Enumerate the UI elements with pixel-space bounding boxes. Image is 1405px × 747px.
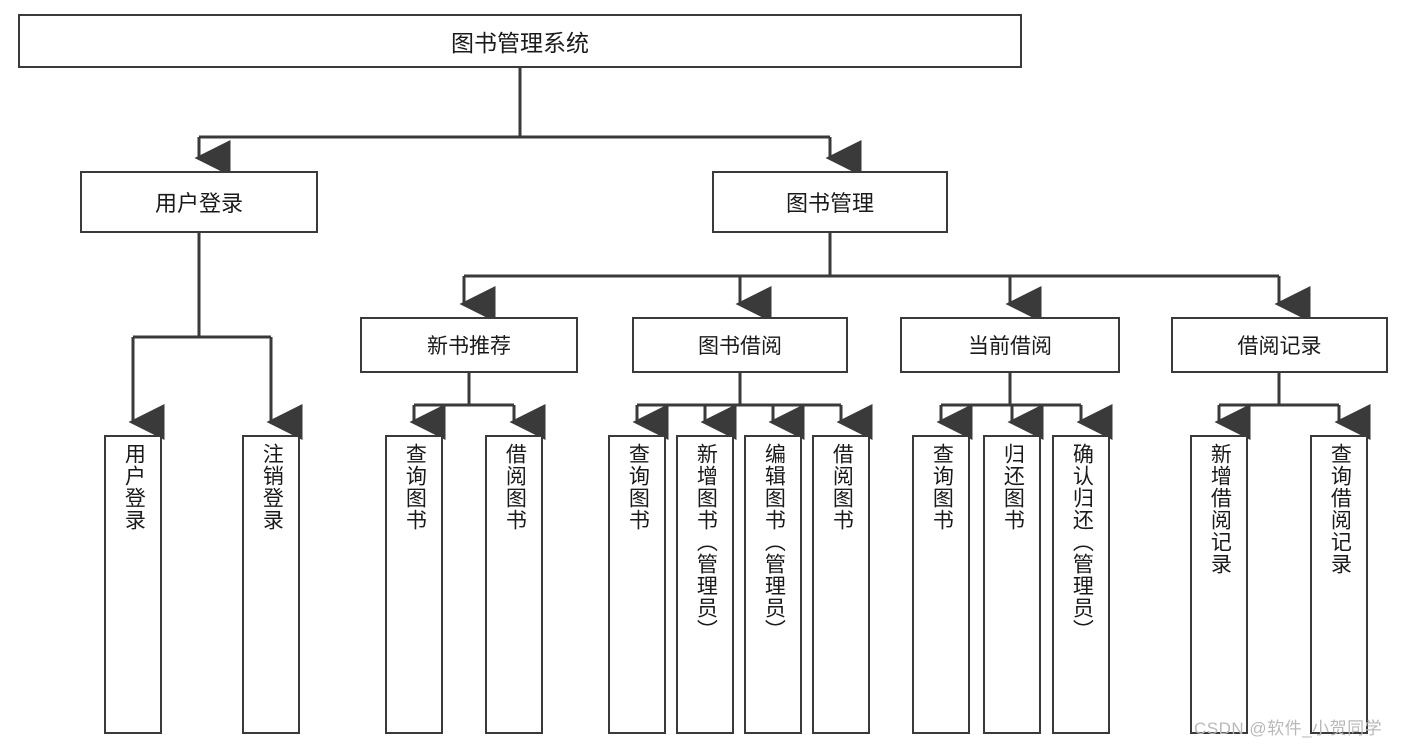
node-leaf-borrow-book-2[interactable]: 借阅图书 bbox=[812, 435, 870, 734]
node-leaf-query-book-3[interactable]: 查询图书 bbox=[912, 435, 970, 734]
node-borrow-record-label: 借阅记录 bbox=[1237, 335, 1322, 358]
node-leaf-borrow-book-1-label: 借阅图书 bbox=[503, 443, 527, 531]
node-book-borrow-label: 图书借阅 bbox=[698, 335, 782, 358]
node-leaf-borrow-book-2-label: 借阅图书 bbox=[830, 443, 854, 531]
node-leaf-edit-book-label: 编辑图书（管理员） bbox=[762, 443, 786, 641]
node-leaf-confirm-return[interactable]: 确认归还（管理员） bbox=[1052, 435, 1110, 734]
node-leaf-query-book-3-label: 查询图书 bbox=[930, 443, 954, 531]
node-borrow-record[interactable]: 借阅记录 bbox=[1171, 317, 1388, 373]
node-current-borrow[interactable]: 当前借阅 bbox=[900, 317, 1120, 373]
node-user-login[interactable]: 用户登录 bbox=[80, 171, 318, 233]
node-leaf-confirm-return-label: 确认归还（管理员） bbox=[1070, 443, 1094, 641]
node-leaf-user-login-label: 用户登录 bbox=[122, 443, 146, 531]
node-leaf-logout-login-label: 注销登录 bbox=[260, 443, 284, 531]
node-leaf-return-book[interactable]: 归还图书 bbox=[983, 435, 1041, 734]
node-current-borrow-label: 当前借阅 bbox=[968, 335, 1052, 358]
node-new-book-rec[interactable]: 新书推荐 bbox=[360, 317, 578, 373]
node-book-manage-label: 图书管理 bbox=[785, 191, 874, 216]
node-book-borrow[interactable]: 图书借阅 bbox=[632, 317, 848, 373]
node-leaf-borrow-book-1[interactable]: 借阅图书 bbox=[485, 435, 543, 734]
node-leaf-add-book[interactable]: 新增图书（管理员） bbox=[676, 435, 734, 734]
node-new-book-rec-label: 新书推荐 bbox=[427, 335, 511, 358]
node-leaf-add-book-label: 新增图书（管理员） bbox=[694, 443, 718, 641]
node-leaf-query-record[interactable]: 查询借阅记录 bbox=[1310, 435, 1368, 734]
node-leaf-add-record-label: 新增借阅记录 bbox=[1208, 443, 1232, 575]
node-leaf-return-book-label: 归还图书 bbox=[1001, 443, 1025, 531]
node-root-label: 图书管理系统 bbox=[451, 30, 589, 56]
node-leaf-logout-login[interactable]: 注销登录 bbox=[242, 435, 300, 734]
node-user-login-label: 用户登录 bbox=[154, 191, 243, 216]
node-leaf-edit-book[interactable]: 编辑图书（管理员） bbox=[744, 435, 802, 734]
node-leaf-query-record-label: 查询借阅记录 bbox=[1328, 443, 1352, 575]
node-leaf-query-book-2[interactable]: 查询图书 bbox=[608, 435, 666, 734]
node-leaf-query-book-1-label: 查询图书 bbox=[403, 443, 427, 531]
node-leaf-add-record[interactable]: 新增借阅记录 bbox=[1190, 435, 1248, 734]
node-root[interactable]: 图书管理系统 bbox=[18, 14, 1022, 68]
node-book-manage[interactable]: 图书管理 bbox=[712, 171, 948, 233]
node-leaf-query-book-1[interactable]: 查询图书 bbox=[385, 435, 443, 734]
node-leaf-query-book-2-label: 查询图书 bbox=[626, 443, 650, 531]
watermark: CSDN @软件_小贺同学 bbox=[1194, 719, 1383, 738]
node-leaf-user-login[interactable]: 用户登录 bbox=[104, 435, 162, 734]
